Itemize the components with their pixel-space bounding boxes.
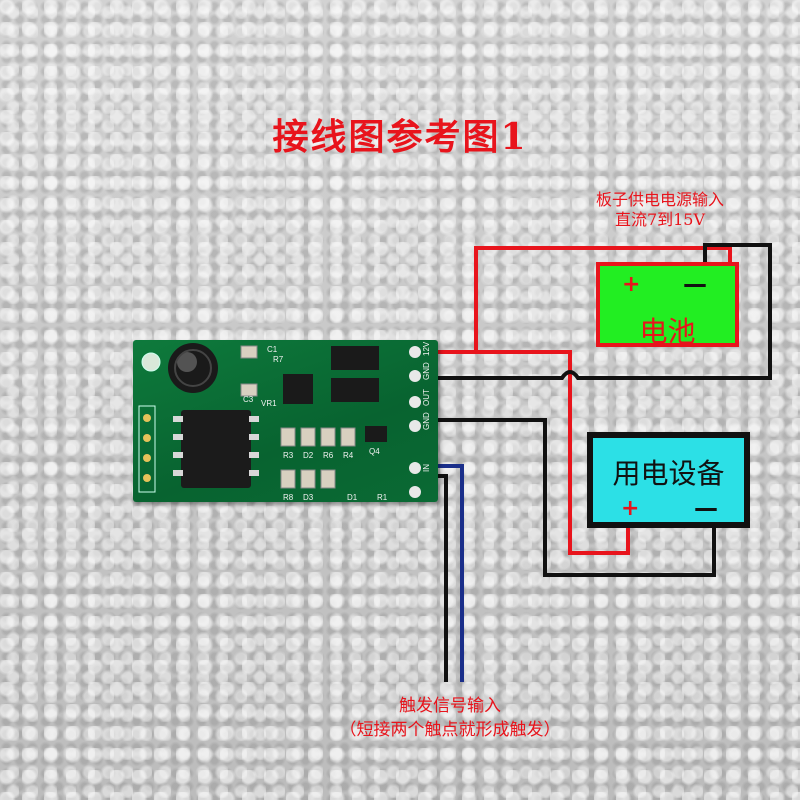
battery-positive-symbol: + (622, 272, 641, 297)
ic-chip (181, 410, 251, 488)
smd-components (240, 345, 356, 489)
terminal-label: GND (422, 412, 431, 430)
terminal-label: IN (422, 464, 431, 472)
terminal-pads (409, 346, 421, 498)
component-label: R6 (323, 451, 334, 460)
battery-box: + — 电池 (596, 262, 739, 348)
pin-header-left (138, 405, 156, 493)
page-title: 接线图参考图1 (272, 116, 528, 158)
smd-diode-1 (331, 346, 379, 370)
power-input-line2: 直流7到15V (614, 210, 706, 229)
wire-battery-negative-hop (432, 243, 772, 380)
component-label: C3 (243, 395, 254, 404)
component-label: R7 (273, 355, 284, 364)
mounting-hole (141, 352, 161, 372)
device-label: 用电设备 (612, 457, 725, 490)
terminal-label: 12V (422, 341, 431, 356)
trigger-input-line2: （短接两个触点就形成触发） (339, 720, 561, 740)
wire-device-positive (476, 350, 630, 555)
battery-negative-symbol: — (683, 270, 707, 298)
power-input-line1: 板子供电电源输入 (595, 190, 724, 209)
component-label: D3 (303, 493, 314, 502)
component-label: R1 (377, 493, 388, 502)
wire-device-negative (432, 418, 716, 577)
terminal-label: OUT (422, 389, 431, 406)
component-label: VR1 (261, 399, 277, 408)
component-label: R8 (283, 493, 294, 502)
device-negative-symbol: — (694, 494, 718, 522)
transistor-q4 (365, 426, 387, 442)
component-label: Q4 (369, 447, 380, 456)
device-positive-symbol: + (621, 496, 640, 521)
component-label: R4 (343, 451, 354, 460)
device-box: 用电设备 + — (587, 432, 750, 528)
component-label: D1 (347, 493, 358, 502)
battery-label: 电池 (639, 315, 696, 348)
wire-battery-positive (432, 246, 732, 354)
trigger-input-line1: 触发信号输入 (399, 696, 501, 716)
trigger-input-label: 触发信号输入 （短接两个触点就形成触发） (260, 694, 640, 742)
voltage-regulator (283, 374, 313, 404)
terminal-label: GND (422, 362, 431, 380)
component-label: D2 (303, 451, 314, 460)
smd-diode-2 (331, 378, 379, 402)
component-label: C1 (267, 345, 278, 354)
power-input-label: 板子供电电源输入 直流7到15V (540, 190, 780, 230)
component-label: R3 (283, 451, 294, 460)
wire-trigger-blue (432, 464, 464, 682)
wire-trigger-black (432, 474, 448, 682)
device-box-inner: 用电设备 + — (593, 438, 744, 522)
